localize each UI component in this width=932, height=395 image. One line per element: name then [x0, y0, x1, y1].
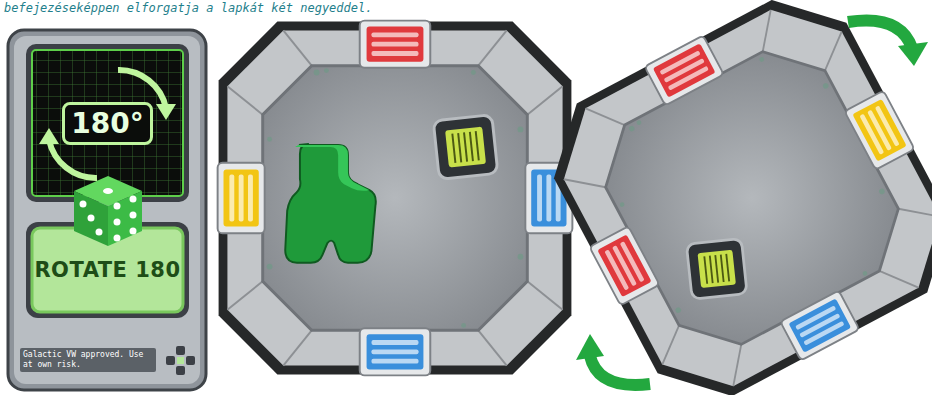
card-button: ROTATE 180	[30, 225, 185, 315]
card-fine-print: Galactic VW approved. Use at own risk.	[20, 348, 156, 372]
card-screen: 180°	[30, 48, 185, 198]
rule-caption: befejezéseképpen elforgatja a lapkát két…	[4, 1, 372, 15]
rotation-value: 180°	[62, 102, 152, 145]
action-name: ROTATE 180	[34, 258, 180, 282]
action-card: Galactic VW approved. Use at own risk. 18…	[8, 30, 206, 390]
